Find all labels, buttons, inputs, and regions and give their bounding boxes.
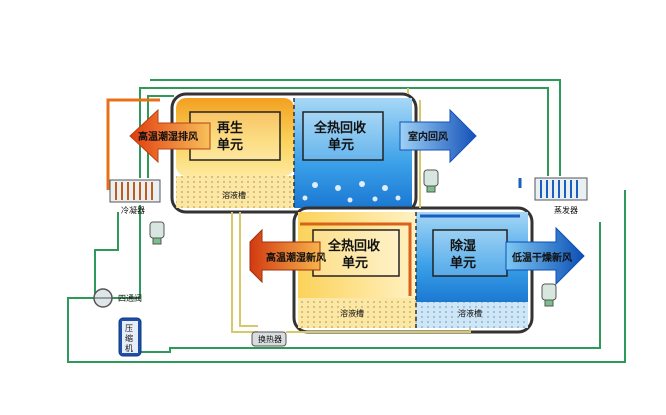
hot-solution-loop [300, 222, 412, 296]
evaporator-label: 蒸发器 [554, 205, 578, 215]
heat-recovery-lower-line1: 全热回收 [327, 238, 381, 254]
supply-air-arrow: 低温干燥新风 [505, 226, 585, 286]
lower-right-tank-label: 溶液槽 [458, 308, 482, 318]
supply-air-label: 低温干燥新风 [511, 251, 572, 264]
pump-condenser [149, 221, 165, 245]
pump-lower [541, 283, 557, 307]
condenser-label: 冷凝器 [121, 205, 145, 215]
hot-pipe [106, 98, 160, 190]
condenser: 冷凝器 [109, 179, 161, 215]
dehumid-unit-line1: 除湿 [450, 238, 476, 254]
fresh-air-in-arrow: 高温潮湿新风 [249, 228, 326, 284]
lower-left-tank-label: 溶液槽 [340, 308, 364, 318]
exhaust-arrow: 高温潮湿排风 [129, 108, 211, 164]
compressor: 压 缩 机 [118, 317, 142, 357]
refrigerant-pipe-loop [67, 79, 626, 363]
regen-unit-line1: 再生 [217, 120, 243, 136]
solution-pipes [231, 88, 471, 333]
fresh-air-in-label: 高温潮湿新风 [266, 251, 326, 264]
compressor-label-1: 压 [125, 324, 133, 333]
upper-unit: 再生 单元 全热回收 单元 溶液槽 [170, 92, 418, 214]
exhaust-label: 高温潮湿排风 [138, 130, 198, 143]
evaporator: 蒸发器 [534, 177, 588, 215]
four-way-valve-label: 四通阀 [118, 293, 142, 303]
dehumid-unit-line2: 单元 [450, 255, 476, 271]
four-way-valve: 四通阀 [93, 288, 142, 308]
regen-unit-line2: 单元 [217, 137, 243, 153]
heat-recovery-upper-line1: 全热回收 [313, 120, 367, 136]
return-air-label: 室内回风 [408, 130, 448, 143]
compressor-label-3: 机 [125, 343, 133, 353]
lower-unit: 全热回收 单元 除湿 单元 溶液槽 溶液槽 [292, 206, 534, 334]
heat-recovery-upper-line2: 单元 [328, 137, 354, 153]
heat-exchanger-label: 换热器 [258, 334, 282, 344]
pump-upper [423, 169, 439, 193]
heat-recovery-lower-line2: 单元 [342, 255, 368, 271]
return-air-arrow: 室内回风 [399, 108, 477, 164]
compressor-label-2: 缩 [125, 333, 133, 343]
upper-tank-label: 溶液槽 [222, 190, 246, 200]
heat-exchanger: 换热器 [251, 331, 287, 347]
